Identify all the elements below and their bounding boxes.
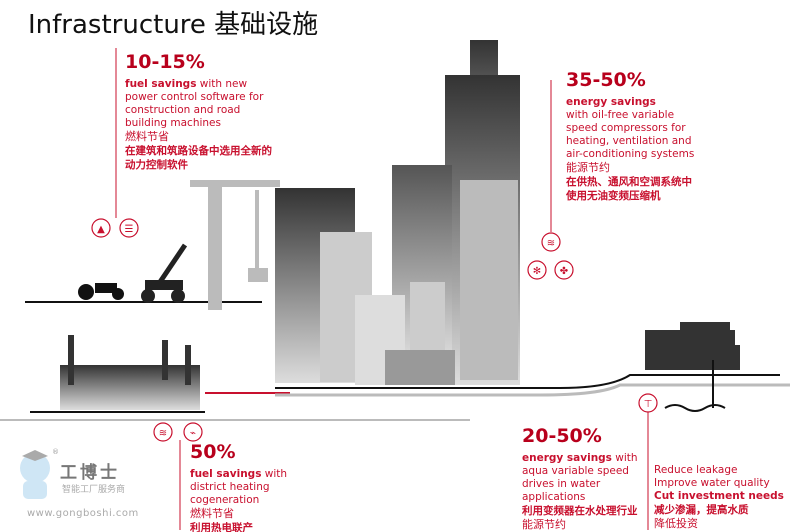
callout-water-drives: 20-50% energy savings with aqua variable… bbox=[522, 425, 638, 531]
water-plant bbox=[645, 322, 740, 370]
water-waves bbox=[664, 404, 726, 412]
road-roller bbox=[78, 283, 124, 300]
svg-text:✻: ✻ bbox=[533, 266, 541, 277]
callout-cogeneration: 50% fuel savings with district heating c… bbox=[190, 441, 288, 532]
mascot-icon bbox=[20, 450, 50, 499]
callout-fuel-savings-machines: 10-15% fuel savings with new power contr… bbox=[125, 51, 272, 171]
pipe bbox=[275, 374, 780, 389]
telehandler bbox=[141, 243, 188, 303]
building bbox=[460, 180, 518, 380]
svg-text:≋: ≋ bbox=[547, 238, 555, 249]
watermark-logo: ® 工博士 智能工厂服务商 www.gongboshi.com bbox=[10, 448, 138, 519]
snowflake-icon bbox=[527, 260, 547, 280]
faucet-icon bbox=[638, 393, 658, 413]
factory bbox=[60, 335, 200, 410]
heat-icon bbox=[541, 232, 561, 252]
callout-water-quality: Reduce leakage Improve water quality Cut… bbox=[654, 464, 784, 530]
svg-text:▲: ▲ bbox=[97, 224, 105, 235]
svg-text:⊤: ⊤ bbox=[644, 399, 653, 410]
heat-icon bbox=[153, 422, 173, 442]
brick-icon bbox=[119, 218, 139, 238]
road-icon bbox=[91, 218, 111, 238]
page-title: Infrastructure 基础设施 bbox=[28, 10, 319, 40]
svg-text:≋: ≋ bbox=[159, 428, 167, 439]
svg-text:⌁: ⌁ bbox=[190, 428, 196, 439]
svg-text:☰: ☰ bbox=[125, 224, 134, 235]
fan-icon bbox=[554, 260, 574, 280]
plug-icon bbox=[183, 422, 203, 442]
svg-text:✤: ✤ bbox=[560, 266, 568, 277]
building bbox=[385, 350, 455, 385]
crane bbox=[190, 180, 280, 310]
callout-energy-savings-hvac: 35-50% energy savings with oil-free vari… bbox=[566, 69, 695, 202]
